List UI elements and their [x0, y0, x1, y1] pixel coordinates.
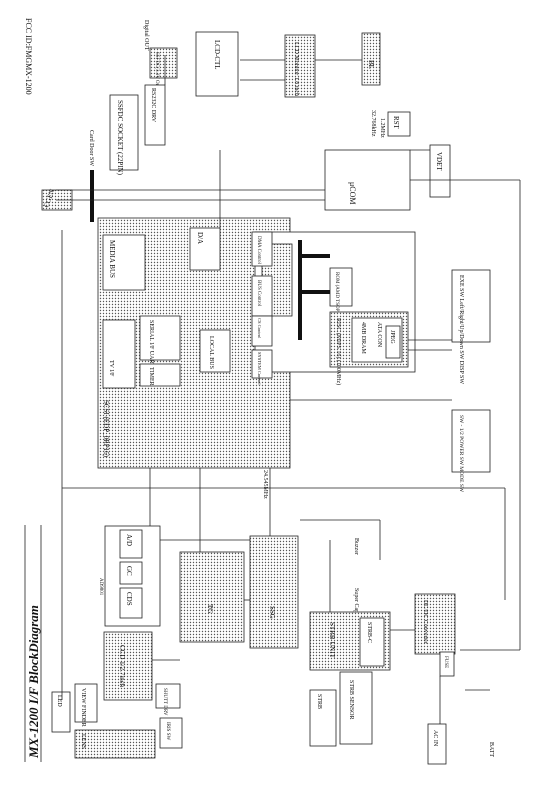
jpeg-box [385, 325, 401, 359]
gc-box [119, 561, 143, 585]
card-door-label: Card Door SW [88, 130, 94, 166]
fcc-id: FCC ID:FMGMX-1200 [24, 18, 33, 95]
lcd-monitor-label: LCD Monitor 1.8 inch [293, 42, 299, 96]
iris-sw-label: IRIS SW [165, 722, 170, 740]
super-capacitor-label: Super Capacitor [353, 588, 359, 627]
tvif-label: TV I/F [108, 360, 114, 377]
local-bus-label: LOCAL BUS [208, 336, 214, 369]
timer-box [139, 363, 181, 387]
ucom-label: μCOM [348, 182, 357, 205]
strb-sensor-label: STRB SENSOR [348, 680, 354, 720]
batt-label: BATT [488, 742, 494, 757]
serial-uart-box [139, 315, 181, 361]
sw-group-box [451, 409, 491, 473]
ad-box [119, 529, 143, 559]
strb-unit-label: STRB UNIT [328, 622, 336, 659]
lcd-ctl-box [195, 31, 239, 97]
tg-label: TG [206, 604, 214, 613]
iris-sw-box [159, 717, 183, 749]
diagram-title: MX-1200 I/F BlockDiagram [26, 605, 41, 759]
connection-lines [56, 55, 521, 724]
timer-label: TIMER [148, 367, 154, 386]
lcd-ctl-label: LCD-CTL [213, 40, 221, 70]
strb-sensor-box [339, 671, 373, 745]
system-control-box [251, 349, 273, 379]
shutt-drv-box [155, 683, 181, 709]
strb-label: STRB [316, 694, 322, 709]
rs232c-box [144, 84, 166, 146]
ac-in-label: AC IN [432, 730, 438, 747]
ssg-label: SSG [268, 606, 276, 619]
view-finder-label: VIEW FINDER [80, 688, 86, 727]
exe-sw-box [451, 269, 491, 343]
ssg-box [249, 535, 299, 649]
sw-group-label: SW - 1/2 POWER SW MODE SW [458, 415, 464, 493]
serial-uart-label: SERIAL I/F UART [148, 320, 154, 367]
rst-box [387, 111, 411, 137]
fuse-box [439, 651, 455, 677]
view-finder-box [74, 683, 98, 723]
ad9801-label: AD9801 [98, 578, 103, 596]
ccd-box [103, 631, 153, 701]
bus-control-label: BUS Control [256, 280, 261, 307]
dma-box [251, 231, 273, 267]
xtal2-label: 1.2MHz [379, 118, 385, 138]
strb-box [309, 689, 337, 747]
digital-out-label: Digital OUT [143, 20, 149, 51]
rom-label: ROM (AMD TSOP) [334, 272, 339, 313]
ccd-label: CCD 1/2.7inch [118, 645, 126, 688]
rst-label: RST [392, 116, 400, 130]
lcd-monitor [284, 34, 316, 98]
dcdc-box [414, 593, 456, 655]
led-box [51, 691, 71, 733]
shutt-drv-label: SHUTT DRV [162, 688, 167, 716]
ssfdc-socket-label: SSFDC SOCKET (22PIN) [116, 100, 124, 176]
buzzer-label: Buzzer [353, 538, 359, 555]
bl-box [361, 32, 381, 86]
ssfdc-socket [109, 94, 139, 171]
strb-c-box [359, 617, 385, 667]
cds-box [119, 587, 143, 619]
media-bus-box [102, 234, 146, 291]
lens-label: LENS [80, 734, 86, 749]
cs-control-label: CS Control [257, 318, 262, 339]
scsi-label: SCSI (EDP_0RP16) [102, 400, 110, 458]
gc-label: GC [125, 566, 133, 576]
strb-c-label: STRB-C [366, 622, 372, 643]
lens-box [74, 729, 156, 759]
risc-label: RISC (MIPS 16) (100MHz) [335, 318, 342, 385]
dram-label: 4MB DRAM [360, 322, 366, 355]
ad-label: A/D [125, 534, 133, 546]
ac-in-box [427, 723, 447, 765]
rom-box [329, 267, 353, 307]
fuse-label: FUSE [443, 656, 448, 668]
rs232c-label: RS232C DRV [150, 88, 156, 123]
da-box [189, 227, 221, 271]
system-control-label: SYSTEM Control [257, 352, 262, 385]
vdet-label: VDET [435, 152, 443, 171]
title-group: MX-1200 I/F BlockDiagram [24, 525, 42, 762]
local-bus-box [199, 329, 231, 373]
ssfdc-card [149, 47, 178, 79]
exe-sw-label: EXE SW Left/Right/Up/Down SW DISP SW [458, 275, 465, 384]
led-label: LED [56, 695, 62, 707]
osc-label: 24.545MHz [262, 470, 268, 499]
vdet-box [429, 144, 451, 198]
ata-con-label: ATA CON [376, 322, 382, 348]
jpeg-label: JPEG [389, 330, 395, 344]
tvif-box [102, 319, 136, 389]
bus-control-box [251, 275, 273, 317]
media-bus-label: MEDIA BUS [108, 240, 116, 278]
dma-label: DMA Control [256, 236, 261, 265]
da-label: D/A [196, 232, 204, 244]
tg-box [179, 551, 245, 643]
cs-control-box [251, 315, 273, 347]
bl-label: BL [367, 60, 375, 69]
xtal1-label: 32.768kHz [370, 110, 376, 137]
cds-label: CDS [125, 592, 133, 606]
dcdc-label: DC/DC Converter [422, 600, 428, 644]
ucom-box [324, 149, 411, 211]
